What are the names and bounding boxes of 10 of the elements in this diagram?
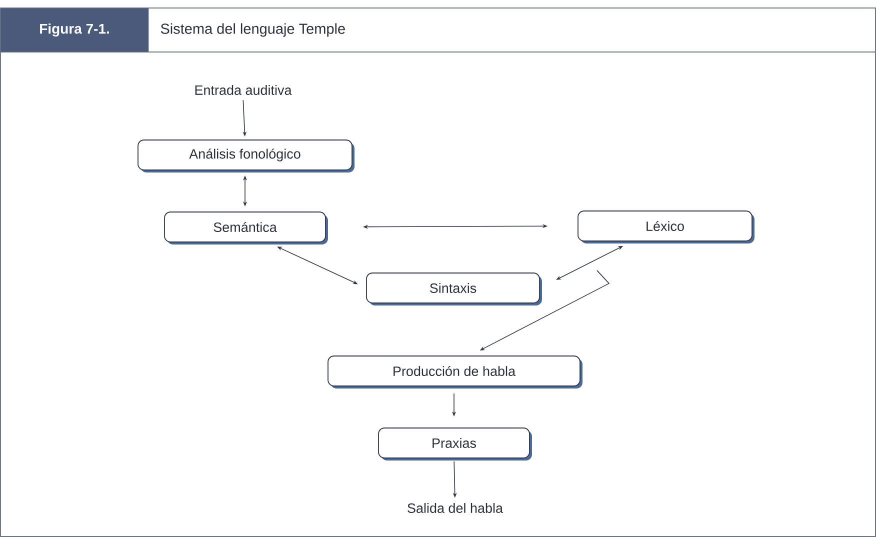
figure-number-tab: Figura 7-1. (0, 8, 149, 52)
text-label: Salida del habla (408, 503, 503, 513)
process-box: Praxias (378, 428, 532, 460)
figure-title: Sistema del lenguaje Temple (160, 23, 345, 37)
process-box: Producción de habla (328, 356, 582, 388)
process-box: Semántica (164, 212, 328, 244)
process-box: Léxico (578, 210, 754, 244)
text-label: Entrada auditiva (195, 85, 292, 95)
process-box: Sintaxis (366, 272, 542, 306)
process-box: Análisis fonológico (138, 140, 354, 172)
